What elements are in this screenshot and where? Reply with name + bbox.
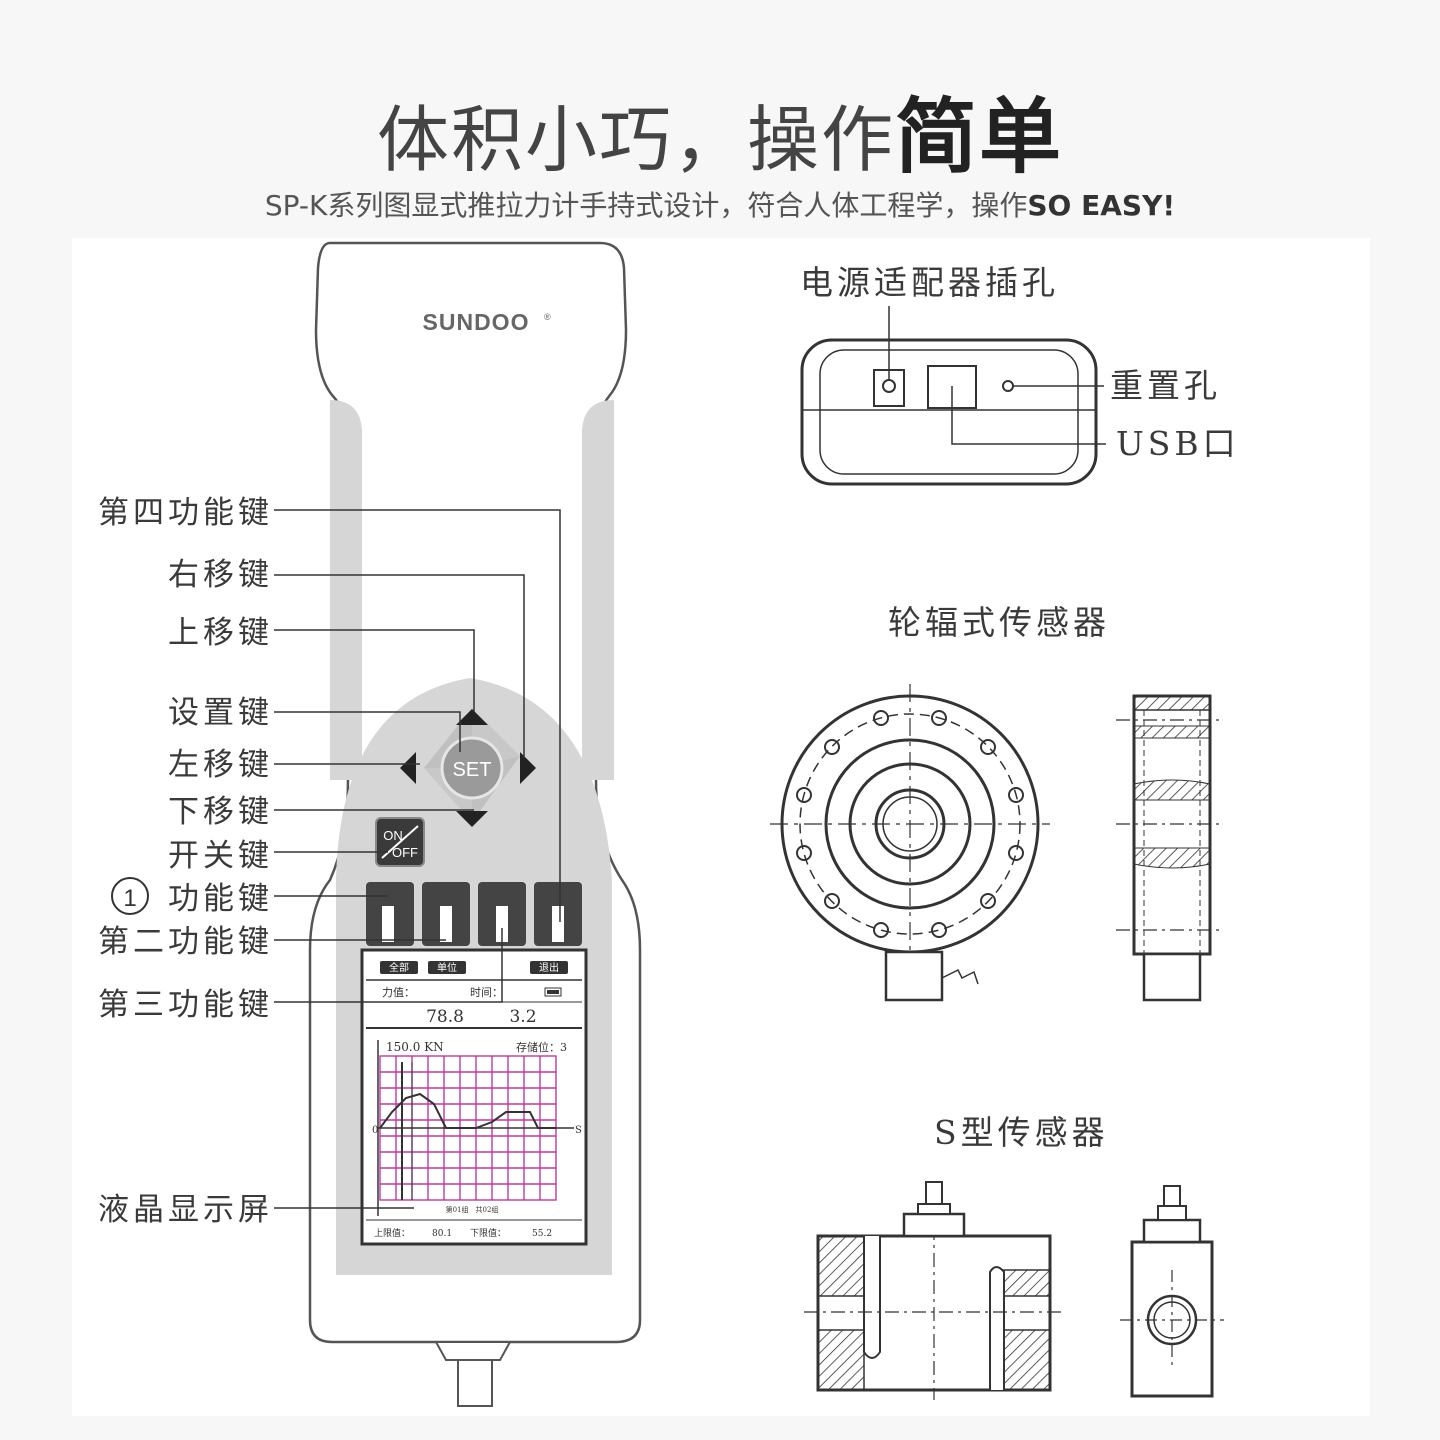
softkey-all-label: 全部 [389, 961, 409, 974]
force-curve [379, 1092, 556, 1129]
softkey-all [380, 961, 418, 974]
upper-limit-value: 80.1 [432, 1229, 452, 1239]
softkey-exit-label: 退出 [539, 961, 559, 974]
callout-fourth-key: 第四功能键 [98, 495, 273, 531]
softkey-unit-label: 单位 [437, 961, 457, 974]
lower-limit-value: 55.2 [532, 1229, 552, 1239]
upper-limit-label: 上限值： [374, 1227, 410, 1239]
s-sensor-side-view [1120, 1185, 1224, 1398]
up-key[interactable] [456, 709, 488, 725]
callout-down-key: 下移键 [168, 794, 273, 830]
callout-set-key: 设置键 [168, 695, 273, 731]
power-off-label: OFF [392, 845, 418, 860]
callout-third-key: 第三功能键 [98, 987, 273, 1023]
lcd-screen: 全部 单位 退出 力值： 时间： 78.8 3.2 150.0 KN 存储位：3 [360, 948, 588, 1246]
first-key-number-circle [111, 877, 149, 915]
right-key[interactable] [520, 752, 536, 784]
power-on-label: ON [383, 828, 403, 843]
callout-first-key: 功能键 [168, 881, 273, 917]
callout-second-key: 第二功能键 [98, 924, 273, 960]
brand-logo: SUNDOO [423, 309, 530, 335]
callout-power-key: 开关键 [168, 838, 273, 874]
softkey-unit [428, 961, 466, 974]
leader-lines [274, 509, 561, 1209]
max-force-label: 150.0 KN [386, 1040, 444, 1054]
set-key-label: SET [453, 759, 492, 781]
callout-right-key: 右移键 [168, 557, 273, 593]
first-key-number: 1 [123, 885, 136, 912]
s-sensor-front-view [804, 1181, 1064, 1400]
chart-x-unit: S [575, 1125, 582, 1136]
function-keys [366, 882, 582, 946]
storage-label: 存储位：3 [516, 1040, 567, 1054]
page-subtitle: SP-K系列图显式推拉力计手持式设计，符合人体工程学，操作SO EASY! [264, 189, 1176, 222]
s-sensor-title: S型传感器 [934, 1113, 1109, 1152]
time-value: 3.2 [509, 1007, 536, 1027]
function-key-4-mark [552, 906, 564, 942]
function-key-3-mark [496, 906, 508, 942]
lower-limit-label: 下限值： [470, 1227, 506, 1239]
group-indicator: 第01组 共02组 [446, 1205, 499, 1214]
function-key-2-mark [440, 906, 452, 942]
force-value: 78.8 [426, 1007, 464, 1027]
callout-reset-hole: 重置孔 [1110, 366, 1221, 405]
callout-left-key: 左移键 [168, 747, 273, 783]
callout-lcd: 液晶显示屏 [98, 1192, 273, 1228]
page-title: 体积小巧，操作简单 [376, 90, 1064, 185]
function-key-1-mark [382, 906, 394, 942]
chart-origin: 0 [372, 1125, 378, 1136]
callout-power-jack: 电源适配器插孔 [800, 263, 1059, 302]
spoke-sensor-side-view [1116, 694, 1224, 1002]
spoke-sensor-front-view [770, 684, 1050, 1002]
registered-mark: ® [544, 312, 551, 322]
softkey-exit [530, 961, 568, 974]
left-key[interactable] [400, 752, 416, 784]
force-label: 力值： [382, 986, 415, 999]
down-key[interactable] [456, 811, 488, 827]
callout-up-key: 上移键 [168, 615, 273, 651]
battery-icon [544, 987, 562, 997]
reset-hole [1002, 380, 1014, 392]
connector-panel [800, 306, 1106, 486]
time-label: 时间： [470, 986, 503, 999]
callout-usb: USB口 [1116, 424, 1240, 463]
spoke-sensor-title: 轮辐式传感器 [888, 603, 1110, 642]
set-key[interactable] [440, 736, 504, 800]
